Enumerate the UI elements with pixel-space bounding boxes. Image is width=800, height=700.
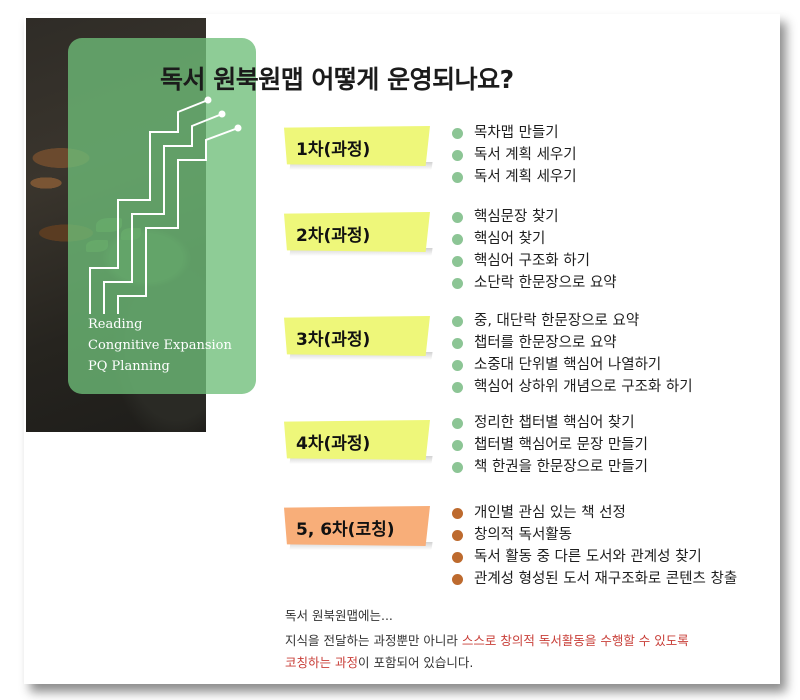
stage-list-4: 정리한 챕터별 핵심어 찾기 챕터별 핵심어로 문장 만들기 책 한권을 한문장… <box>452 412 648 478</box>
green-overlay-panel <box>68 38 256 394</box>
note-highlight: 스스로 창의적 독서활동을 수행할 수 있도록 <box>461 633 689 648</box>
bullet-dot <box>452 211 463 223</box>
list-item: 핵심문장 찾기 <box>452 206 617 228</box>
panel-line-planning: PQ Planning <box>88 359 170 374</box>
stage-tag-coaching: 5, 6차(코칭) <box>284 506 430 546</box>
list-item: 정리한 챕터별 핵심어 찾기 <box>452 412 648 434</box>
list-item: 책 한권을 한문장으로 만들기 <box>452 456 648 478</box>
bullet-dot <box>452 171 463 183</box>
list-item: 독서 계획 세우기 <box>452 144 577 166</box>
bullet-dot <box>452 529 463 541</box>
note-highlight: 코칭하는 과정 <box>285 655 358 670</box>
list-item: 핵심어 구조화 하기 <box>452 250 617 272</box>
list-item: 독서 계획 세우기 <box>452 166 577 188</box>
bullet-dot <box>452 255 463 267</box>
stage-list-1: 목차맵 만들기 독서 계획 세우기 독서 계획 세우기 <box>452 122 577 188</box>
bullet-dot <box>452 233 463 245</box>
stage-tag-2: 2차(과정) <box>284 212 430 252</box>
list-item: 핵심어 찾기 <box>452 228 617 250</box>
stage-list-2: 핵심문장 찾기 핵심어 찾기 핵심어 구조화 하기 소단락 한문장으로 요약 <box>452 206 617 294</box>
list-item: 중, 대단락 한문장으로 요약 <box>452 310 693 332</box>
bullet-dot <box>452 337 463 349</box>
list-item: 소단락 한문장으로 요약 <box>452 272 617 294</box>
note-text: 이 포함되어 있습니다. <box>357 655 474 670</box>
panel-line-reading: Reading <box>88 317 143 332</box>
note-line-2: 코칭하는 과정이 포함되어 있습니다. <box>285 652 689 674</box>
note-line-1: 지식을 전달하는 과정뿐만 아니라 스스로 창의적 독서활동을 수행할 수 있도… <box>285 630 689 652</box>
stage-list-coaching: 개인별 관심 있는 책 선정 창의적 독서활동 독서 활동 중 다른 도서와 관… <box>452 502 737 590</box>
stage-tag-3: 3차(과정) <box>284 316 430 356</box>
page-title: 독서 원북원맵 어떻게 운영되나요? <box>160 65 514 94</box>
bullet-dot <box>452 461 463 473</box>
note-body: 지식을 전달하는 과정뿐만 아니라 스스로 창의적 독서활동을 수행할 수 있도… <box>285 630 689 674</box>
list-item: 독서 활동 중 다른 도서와 관계성 찾기 <box>452 546 737 568</box>
bullet-dot <box>452 551 463 563</box>
bullet-dot <box>452 315 463 327</box>
bullet-dot <box>452 277 463 289</box>
list-item: 목차맵 만들기 <box>452 122 577 144</box>
bullet-dot <box>452 127 463 139</box>
list-item: 소중대 단위별 핵심어 나열하기 <box>452 354 693 376</box>
stage-list-3: 중, 대단락 한문장으로 요약 챕터를 한문장으로 요약 소중대 단위별 핵심어… <box>452 310 693 398</box>
bullet-dot <box>452 359 463 371</box>
list-item: 챕터별 핵심어로 문장 만들기 <box>452 434 648 456</box>
stage-tag-4: 4차(과정) <box>284 420 430 460</box>
bullet-dot <box>452 507 463 519</box>
bullet-dot <box>452 417 463 429</box>
list-item: 개인별 관심 있는 책 선정 <box>452 502 737 524</box>
stage-tag-1: 1차(과정) <box>284 126 430 166</box>
bullet-dot <box>452 439 463 451</box>
list-item: 챕터를 한문장으로 요약 <box>452 332 693 354</box>
list-item: 핵심어 상하위 개념으로 구조화 하기 <box>452 376 693 398</box>
panel-line-expansion: Congnitive Expansion <box>88 338 232 353</box>
note-text: 지식을 전달하는 과정뿐만 아니라 <box>285 633 462 648</box>
bullet-dot <box>452 573 463 585</box>
bullet-dot <box>452 149 463 161</box>
note-title: 독서 원북원맵에는... <box>285 608 393 623</box>
panel-caption: Reading Congnitive Expansion PQ Planning <box>88 314 232 377</box>
list-item: 관계성 형성된 도서 재구조화로 콘텐츠 창출 <box>452 568 737 590</box>
list-item: 창의적 독서활동 <box>452 524 737 546</box>
bullet-dot <box>452 381 463 393</box>
